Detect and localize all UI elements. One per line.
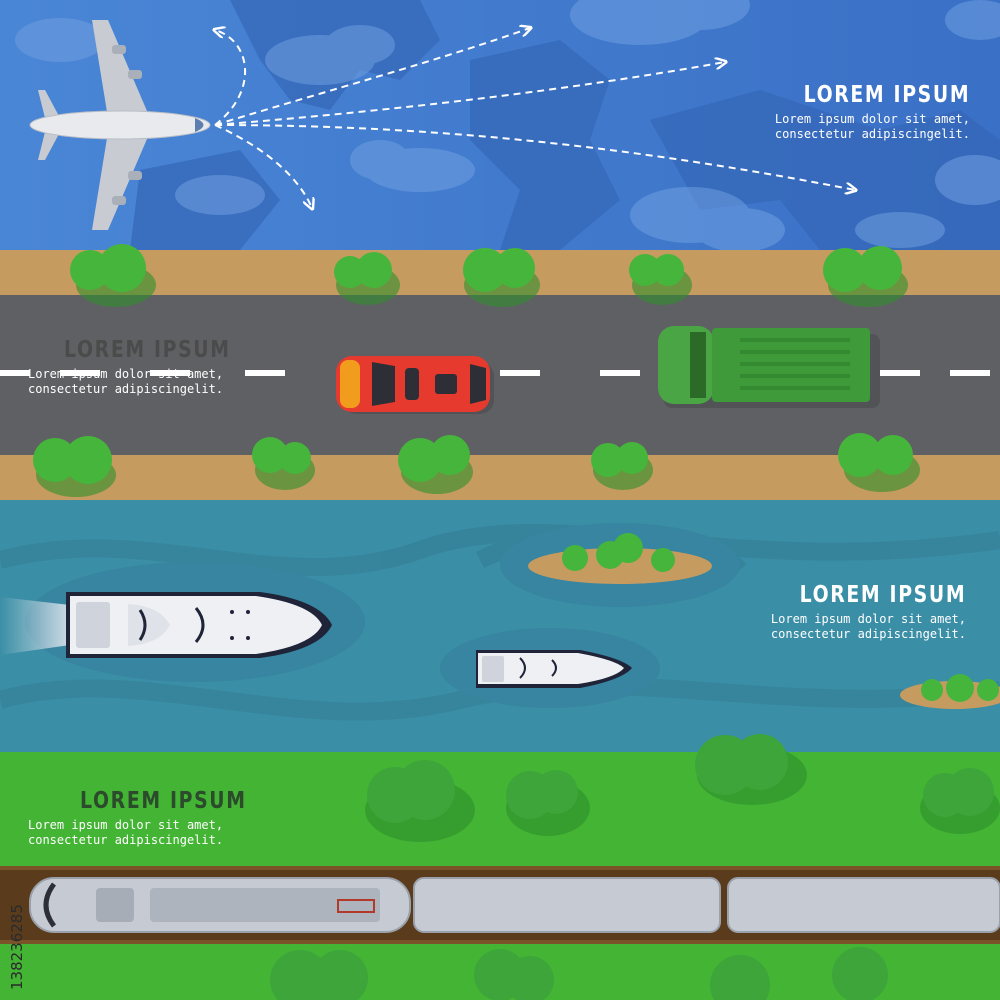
air-banner-background <box>0 0 1000 250</box>
island-icon <box>528 533 712 584</box>
green-truck-icon <box>658 326 880 408</box>
banner-body-line: consectetur adipiscingelit. <box>770 627 966 641</box>
banner-body-line: Lorem ipsum dolor sit amet, <box>28 818 224 832</box>
red-car-icon <box>336 356 494 414</box>
air-banner-text: LOREM IPSUM Lorem ipsum dolor sit amet, … <box>767 82 970 142</box>
island-icon <box>900 674 1000 709</box>
stock-id: 138236285 <box>8 904 26 990</box>
banner-title: LOREM IPSUM <box>64 337 231 363</box>
banner-body-line: consectetur adipiscingelit. <box>28 382 224 396</box>
train-icon <box>29 877 1000 933</box>
banner-title: LOREM IPSUM <box>803 82 970 108</box>
field-trees <box>270 734 1000 1000</box>
sea-banner-text: LOREM IPSUM Lorem ipsum dolor sit amet, … <box>763 582 966 642</box>
banner-body-line: consectetur adipiscingelit. <box>774 127 970 141</box>
banner-body-line: consectetur adipiscingelit. <box>28 833 224 847</box>
banner-body-line: Lorem ipsum dolor sit amet, <box>28 367 224 381</box>
flight-path-arrows <box>215 28 855 208</box>
banner-title: LOREM IPSUM <box>799 582 966 608</box>
banner-title: LOREM IPSUM <box>80 788 247 814</box>
banner-body-line: Lorem ipsum dolor sit amet, <box>774 112 970 126</box>
roadside-trees <box>33 244 920 497</box>
rail-banner-text: LOREM IPSUM Lorem ipsum dolor sit amet, … <box>28 788 283 848</box>
small-yacht-icon <box>476 650 632 688</box>
clouds <box>15 0 1000 252</box>
large-yacht-icon <box>0 592 332 658</box>
banner-body-line: Lorem ipsum dolor sit amet, <box>770 612 966 626</box>
airplane-icon <box>29 20 211 230</box>
road-banner-text: LOREM IPSUM Lorem ipsum dolor sit amet, … <box>28 337 267 397</box>
